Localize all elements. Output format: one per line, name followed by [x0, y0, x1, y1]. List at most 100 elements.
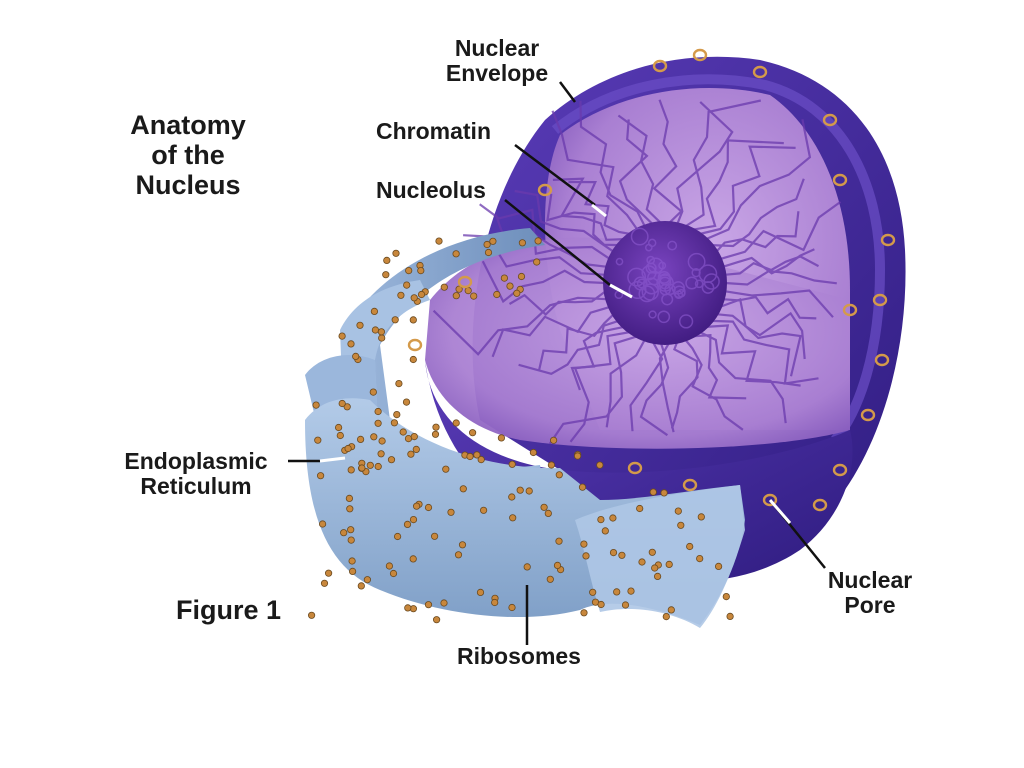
ribosome — [649, 488, 657, 496]
ribosome — [391, 316, 399, 324]
ribosome — [407, 450, 415, 458]
ribosome — [597, 600, 605, 609]
ribosome — [385, 562, 393, 570]
ribosome — [334, 423, 343, 432]
ribosome — [347, 536, 355, 544]
ribosome — [397, 291, 405, 299]
nuclear-pore — [874, 353, 890, 367]
nuclear-pore — [682, 478, 698, 492]
ribosome — [483, 240, 491, 249]
ribosome — [314, 436, 322, 444]
chromatin-strand — [605, 338, 646, 428]
chromatin-strand — [692, 334, 747, 400]
ribosome — [320, 579, 329, 587]
nucleolus-fiber — [674, 290, 684, 300]
ribosome — [324, 569, 333, 577]
ribosome — [452, 419, 460, 427]
nuclear-pore — [537, 183, 553, 197]
ribosome — [722, 592, 730, 601]
ribosome — [651, 564, 659, 572]
nuclear-pore — [872, 293, 888, 307]
nucleolus-fiber — [694, 279, 704, 289]
ribosome — [343, 403, 351, 411]
ribosome — [466, 452, 474, 461]
chromatin-strand — [432, 296, 608, 356]
ribosome — [399, 428, 407, 436]
ribosome — [464, 286, 472, 295]
nuclear-pore — [627, 461, 643, 475]
ribosome — [648, 548, 656, 556]
ribosome — [382, 271, 390, 279]
ribosome — [402, 398, 411, 406]
ribosome — [409, 355, 417, 364]
nucleolus-fiber — [638, 285, 656, 303]
chromatin-strand — [684, 338, 744, 431]
ribosome — [513, 289, 521, 297]
nuclear-interior-horizontal — [425, 237, 850, 449]
ribosome — [412, 445, 420, 453]
nuclear-pore — [812, 498, 828, 512]
ribosome — [410, 432, 418, 441]
title-line-2: of the — [151, 140, 225, 170]
nuclear-pore — [407, 338, 423, 352]
nucleolus-fiber — [627, 267, 647, 287]
label-endoplasmic-reticulum: Endoplasmic Reticulum — [124, 448, 268, 499]
leader-chromatin — [514, 144, 596, 206]
ribosome-dots — [307, 237, 734, 624]
nuclear-pore — [832, 463, 848, 477]
ribosome — [627, 587, 635, 595]
ribosome — [440, 283, 448, 291]
chromatin-strand — [518, 319, 619, 375]
ribosome — [508, 493, 516, 501]
chromatin-strand — [676, 101, 734, 225]
ribosome — [383, 256, 391, 264]
nucleolus-fiber — [661, 293, 674, 306]
ribosome — [547, 461, 556, 469]
chromatin-strand — [692, 139, 784, 231]
ribosome — [393, 532, 402, 541]
ribosome — [697, 513, 705, 521]
chromatin-strand — [699, 331, 787, 424]
ribosome — [459, 485, 467, 493]
ribosome — [555, 471, 563, 479]
ribosome — [307, 611, 316, 619]
ribosome — [458, 541, 467, 549]
nucleolus-fiber — [615, 257, 624, 266]
ribosome — [389, 569, 398, 578]
ribosome — [356, 321, 364, 329]
leader-nuclear-envelope — [559, 81, 576, 103]
ribosome — [435, 237, 443, 245]
nucleolus-fiber — [687, 252, 706, 271]
ribosome — [447, 508, 455, 516]
diagram-title: Anatomy of the Nucleus — [108, 110, 268, 200]
ribosome — [533, 258, 541, 266]
nucleolus-fiber — [685, 276, 699, 290]
ribosome — [660, 489, 668, 497]
chromatin-strand — [618, 119, 654, 226]
ribosome — [348, 567, 357, 576]
chromatin-strand — [481, 260, 606, 304]
ribosome — [371, 326, 379, 334]
nucleolus-fiber — [658, 261, 667, 270]
ribosome — [497, 434, 505, 442]
ribosome — [506, 282, 514, 290]
chromatin-strand — [639, 342, 670, 437]
ribosome — [573, 452, 582, 460]
ribosome — [356, 435, 365, 443]
ribosome — [417, 266, 425, 275]
ribosome — [638, 558, 646, 566]
ribosome — [431, 430, 440, 438]
ribosome — [525, 487, 533, 495]
ribosome — [374, 407, 382, 416]
ribosome — [667, 606, 675, 614]
nuclear-pore — [652, 59, 668, 73]
nuclear-pore — [752, 65, 768, 79]
ribosome — [378, 437, 386, 445]
ribosome — [534, 237, 542, 245]
ribosome — [662, 612, 670, 621]
ribosome — [500, 274, 508, 282]
ribosome — [553, 561, 562, 570]
chromatin-strand — [551, 110, 639, 231]
ribosome — [493, 290, 501, 299]
